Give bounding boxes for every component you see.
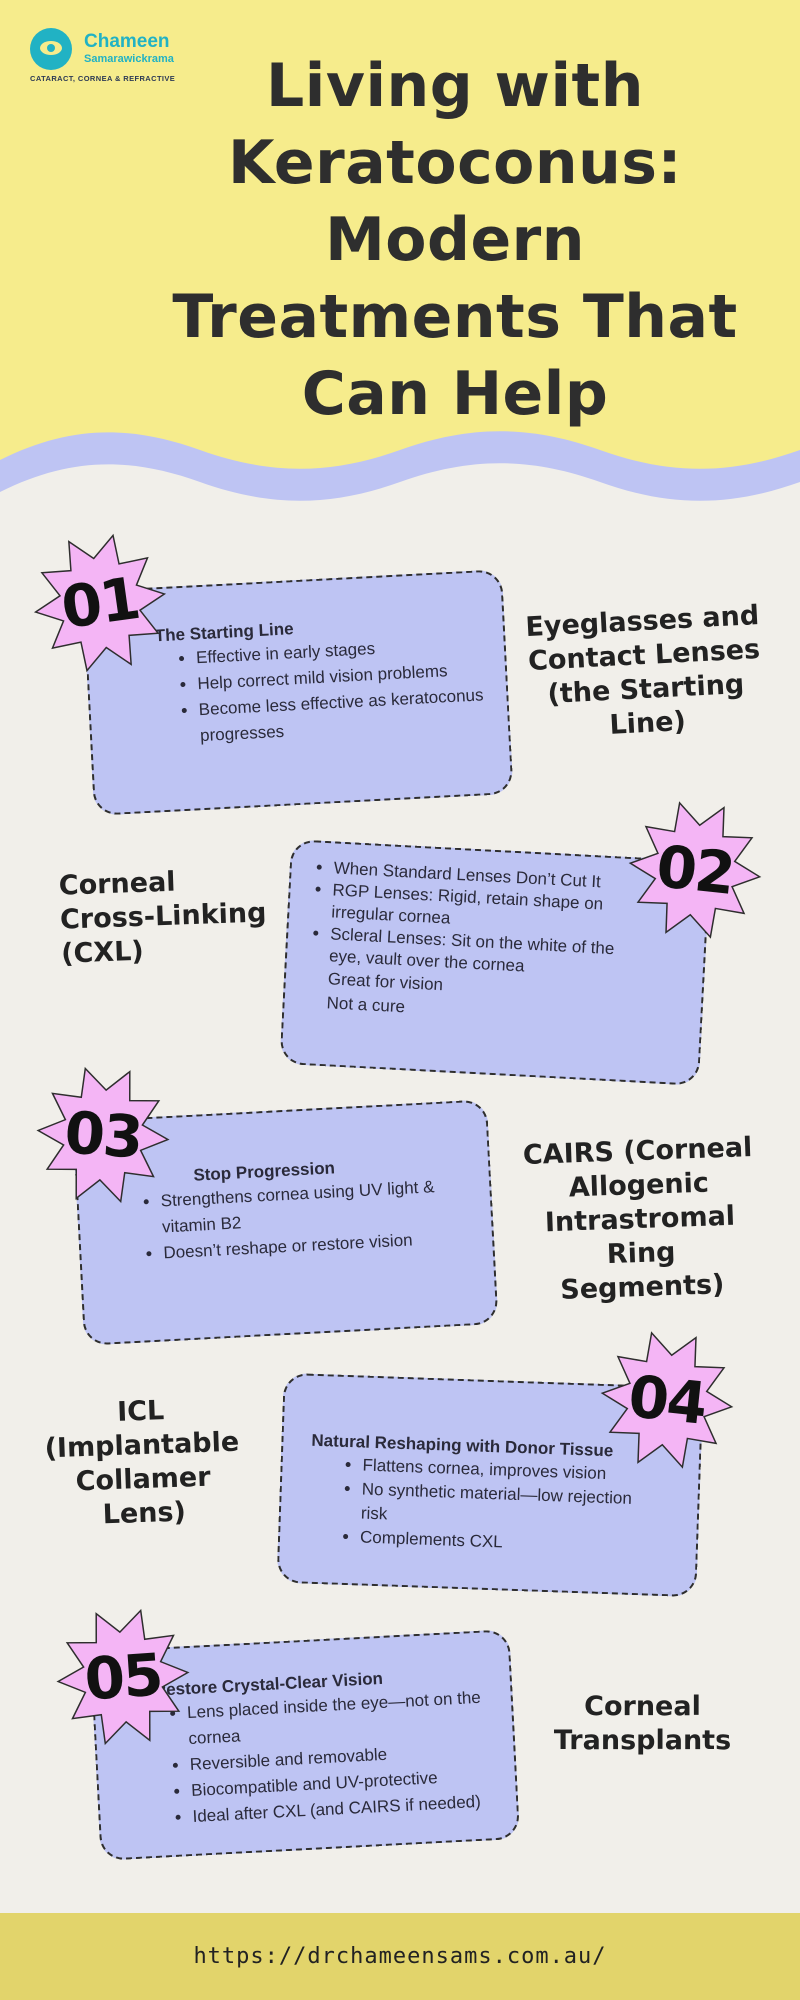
treatment-label-02: Corneal Cross-Linking (CXL) (58, 866, 267, 970)
badge-03: 03 (23, 1055, 183, 1215)
treatment-label-03: CAIRS (Corneal Allogenic Intrastromal Ri… (522, 1132, 753, 1306)
starburst-icon (600, 1331, 734, 1469)
treatment-label-01: Eyeglasses and Contact Lenses (the Start… (524, 599, 761, 741)
badge-04: 04 (585, 1318, 750, 1483)
brand-name: Chameen (84, 31, 170, 52)
website-link[interactable]: https://drchameensams.com.au/ (193, 1944, 607, 1969)
card-bullets: Strengthens cornea using UV light & vita… (132, 1172, 475, 1268)
treatment-label-05: Corneal Transplants (553, 1691, 732, 1756)
brand-surname: Samarawickrama (84, 53, 174, 65)
badge-number: 04 (625, 1362, 709, 1438)
starburst-icon (628, 801, 762, 939)
badge-number: 01 (57, 563, 143, 643)
badge-number: 03 (62, 1098, 144, 1172)
brand-tagline: CATARACT, CORNEA & REFRACTIVE (30, 74, 176, 83)
badge-05: 05 (43, 1597, 203, 1757)
card-bullets: Lens placed inside the eye—not on the co… (159, 1684, 507, 1832)
starburst-icon (36, 1066, 170, 1204)
header-banner (0, 0, 800, 500)
starburst-icon (56, 1608, 190, 1746)
badge-number: 02 (653, 832, 737, 908)
badge-number: 05 (82, 1640, 164, 1714)
card-bullets: Effective in early stages Help correct m… (161, 630, 488, 751)
footer-bar: https://drchameensams.com.au/ (0, 1913, 800, 2000)
brand-logo[interactable]: Chameen Samarawickrama CATARACT, CORNEA … (30, 28, 210, 88)
card-bullets: When Standard Lenses Don’t Cut It RGP Le… (301, 856, 648, 984)
badge-02: 02 (613, 788, 778, 953)
eye-logo-icon (30, 28, 72, 70)
badge-01: 01 (15, 518, 184, 687)
page-title: Living with Keratoconus: Modern Treatmen… (172, 51, 738, 429)
treatment-label-04: ICL (Implantable Collamer Lens) (44, 1395, 240, 1531)
starburst-icon (33, 533, 167, 673)
wave-divider (0, 431, 800, 520)
